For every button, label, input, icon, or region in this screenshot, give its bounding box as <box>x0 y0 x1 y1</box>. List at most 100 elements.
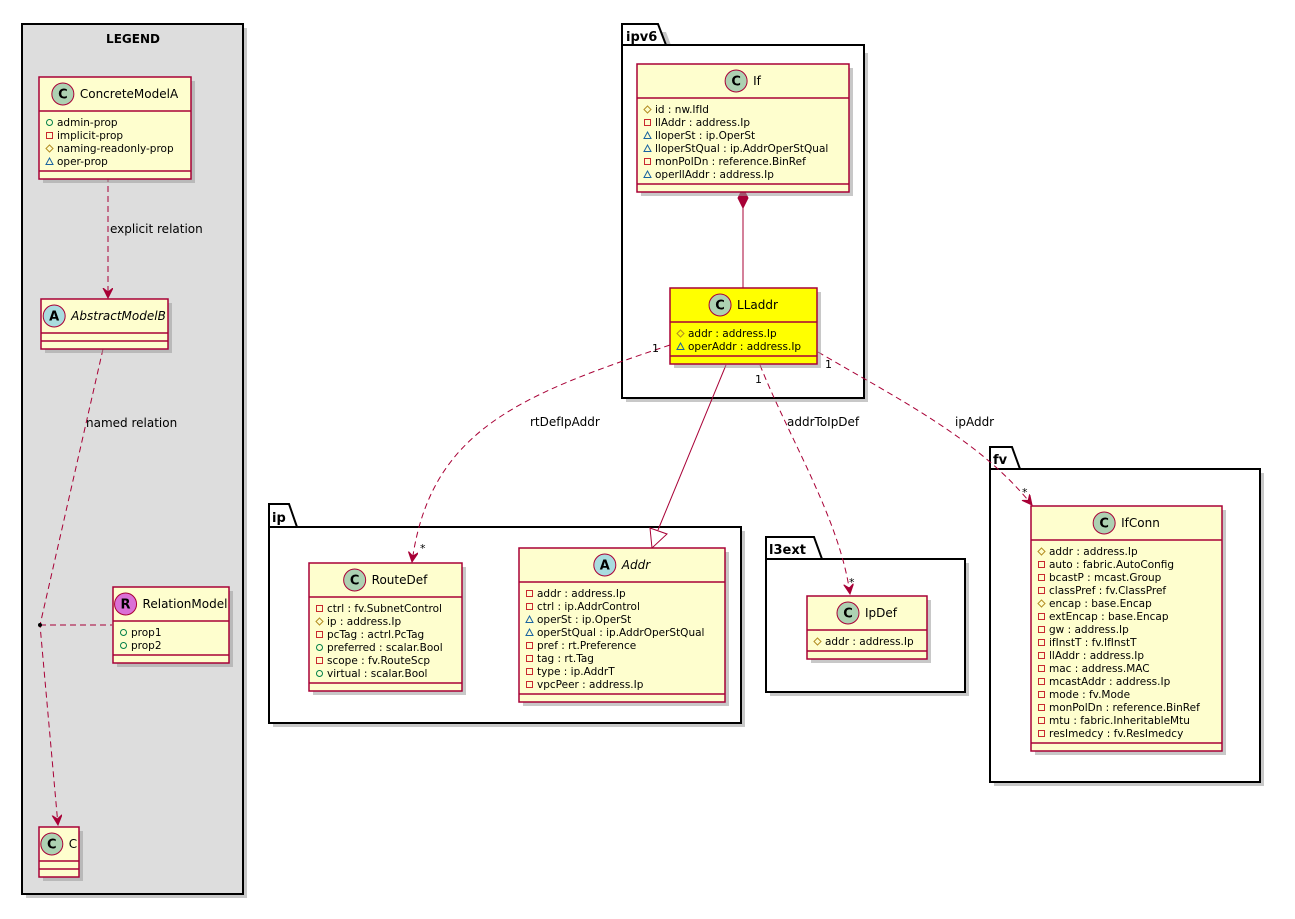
legend-explicit-relation-label: explicit relation <box>110 222 203 236</box>
private-visibility-icon <box>1038 561 1045 568</box>
relation-label: ipAddr <box>955 415 994 429</box>
class-kind-badge <box>114 592 138 616</box>
relation-addrToIpDef-line <box>759 364 850 594</box>
private-visibility-icon <box>46 132 53 139</box>
generalization-arrowhead <box>649 527 668 550</box>
package-name: ipv6 <box>626 30 657 45</box>
class-kind-letter: C <box>843 607 853 622</box>
class-attribute: extEncap : base.Encap <box>1049 611 1169 623</box>
class-box <box>669 287 818 365</box>
class-kind-letter: C <box>731 75 741 90</box>
class-attribute: operAddr : address.Ip <box>688 341 801 353</box>
class-attribute: addr : address.Ip <box>537 588 626 600</box>
class-name: If <box>753 74 762 88</box>
public-visibility-icon <box>120 642 127 649</box>
protected-visibility-icon <box>676 329 685 338</box>
class-attribute: operSt : ip.OperSt <box>537 614 631 626</box>
class-name: ConcreteModelA <box>80 87 179 101</box>
private-visibility-icon <box>526 668 533 675</box>
legend-title: LEGEND <box>106 32 160 46</box>
class-kind-badge <box>593 553 617 577</box>
class-box <box>806 595 928 660</box>
class-attribute: monPolDn : reference.BinRef <box>1049 702 1200 714</box>
package-visibility-icon <box>643 169 652 178</box>
private-visibility-icon <box>526 590 533 597</box>
generalization-line <box>657 364 727 531</box>
class-attribute: pref : rt.Preference <box>537 640 636 652</box>
package-name: ip <box>272 511 286 526</box>
relation-target-multiplicity: * <box>849 576 855 589</box>
private-visibility-icon <box>1038 717 1045 724</box>
class-attribute: operllAddr : address.Ip <box>655 169 774 181</box>
public-visibility-icon <box>46 119 53 126</box>
package-visibility-icon <box>45 156 54 165</box>
class-attribute: addr : address.Ip <box>1049 546 1138 558</box>
protected-visibility-icon <box>813 637 822 646</box>
class-C: CC <box>38 826 83 881</box>
private-visibility-icon <box>1038 626 1045 633</box>
private-visibility-icon <box>1038 639 1045 646</box>
private-visibility-icon <box>316 605 323 612</box>
protected-visibility-icon <box>315 617 324 626</box>
relation-source-multiplicity: 1 <box>652 342 659 355</box>
class-kind-letter: C <box>350 574 360 589</box>
package-visibility-icon <box>525 627 534 636</box>
class-kind-letter: A <box>49 310 59 325</box>
class-kind-badge <box>836 601 860 625</box>
private-visibility-icon <box>644 119 651 126</box>
class-kind-badge <box>1092 511 1116 535</box>
package-visibility-icon <box>643 130 652 139</box>
relation-ipAddr-line <box>817 351 1032 505</box>
class-kind-letter: C <box>47 838 57 853</box>
private-visibility-icon <box>526 655 533 662</box>
package-visibility-icon <box>643 143 652 152</box>
class-kind-badge <box>724 69 748 93</box>
class-attribute: ifInstT : fv.IfInstT <box>1049 637 1137 649</box>
protected-visibility-icon <box>1037 547 1046 556</box>
class-attribute: lloperStQual : ip.AddrOperStQual <box>655 143 828 155</box>
class-attribute: preferred : scalar.Bool <box>327 642 443 654</box>
class-kind-badge <box>42 304 66 328</box>
class-kind-letter: A <box>600 559 610 574</box>
relation-rtDefIpAddr-line <box>412 344 671 562</box>
package-visibility-icon <box>676 341 685 350</box>
legend-junction-dot <box>38 623 42 627</box>
class-attribute: scope : fv.RouteScp <box>327 655 430 667</box>
class-attribute: implicit-prop <box>57 130 123 142</box>
class-attribute: tag : rt.Tag <box>537 653 594 665</box>
class-attribute: resImedcy : fv.ResImedcy <box>1049 728 1183 740</box>
class-attribute: mcastAddr : address.Ip <box>1049 676 1171 688</box>
private-visibility-icon <box>526 681 533 688</box>
class-name: RouteDef <box>372 573 428 587</box>
class-kind-badge <box>51 82 75 106</box>
relation-label: rtDefIpAddr <box>530 415 600 429</box>
private-visibility-icon <box>1038 730 1045 737</box>
relations: explicit relation named relation rtDefIp… <box>38 176 1032 825</box>
class-box <box>518 547 726 703</box>
private-visibility-icon <box>316 631 323 638</box>
class-kind-letter: C <box>58 88 68 103</box>
private-visibility-icon <box>1038 665 1045 672</box>
relation-source-multiplicity: 1 <box>755 373 762 386</box>
private-visibility-icon <box>1038 613 1045 620</box>
package-visibility-icon <box>525 614 534 623</box>
package-name: l3ext <box>769 543 806 558</box>
class-kind-letter: C <box>1099 517 1109 532</box>
class-name: RelationModel <box>143 597 228 611</box>
class-layer: ConcreteModelACadmin-propimplicit-propna… <box>38 63 1226 881</box>
private-visibility-icon <box>644 158 651 165</box>
private-visibility-icon <box>1038 587 1045 594</box>
class-name: Addr <box>621 558 651 572</box>
class-attribute: encap : base.Encap <box>1049 598 1152 610</box>
class-ConcreteModelA: ConcreteModelACadmin-propimplicit-propna… <box>38 76 195 183</box>
class-attribute: naming-readonly-prop <box>57 143 174 155</box>
class-name: AbstractModelB <box>70 309 166 323</box>
protected-visibility-icon <box>45 144 54 153</box>
class-name: IpDef <box>865 606 898 620</box>
public-visibility-icon <box>316 670 323 677</box>
class-attribute: id : nw.IfId <box>655 104 709 116</box>
